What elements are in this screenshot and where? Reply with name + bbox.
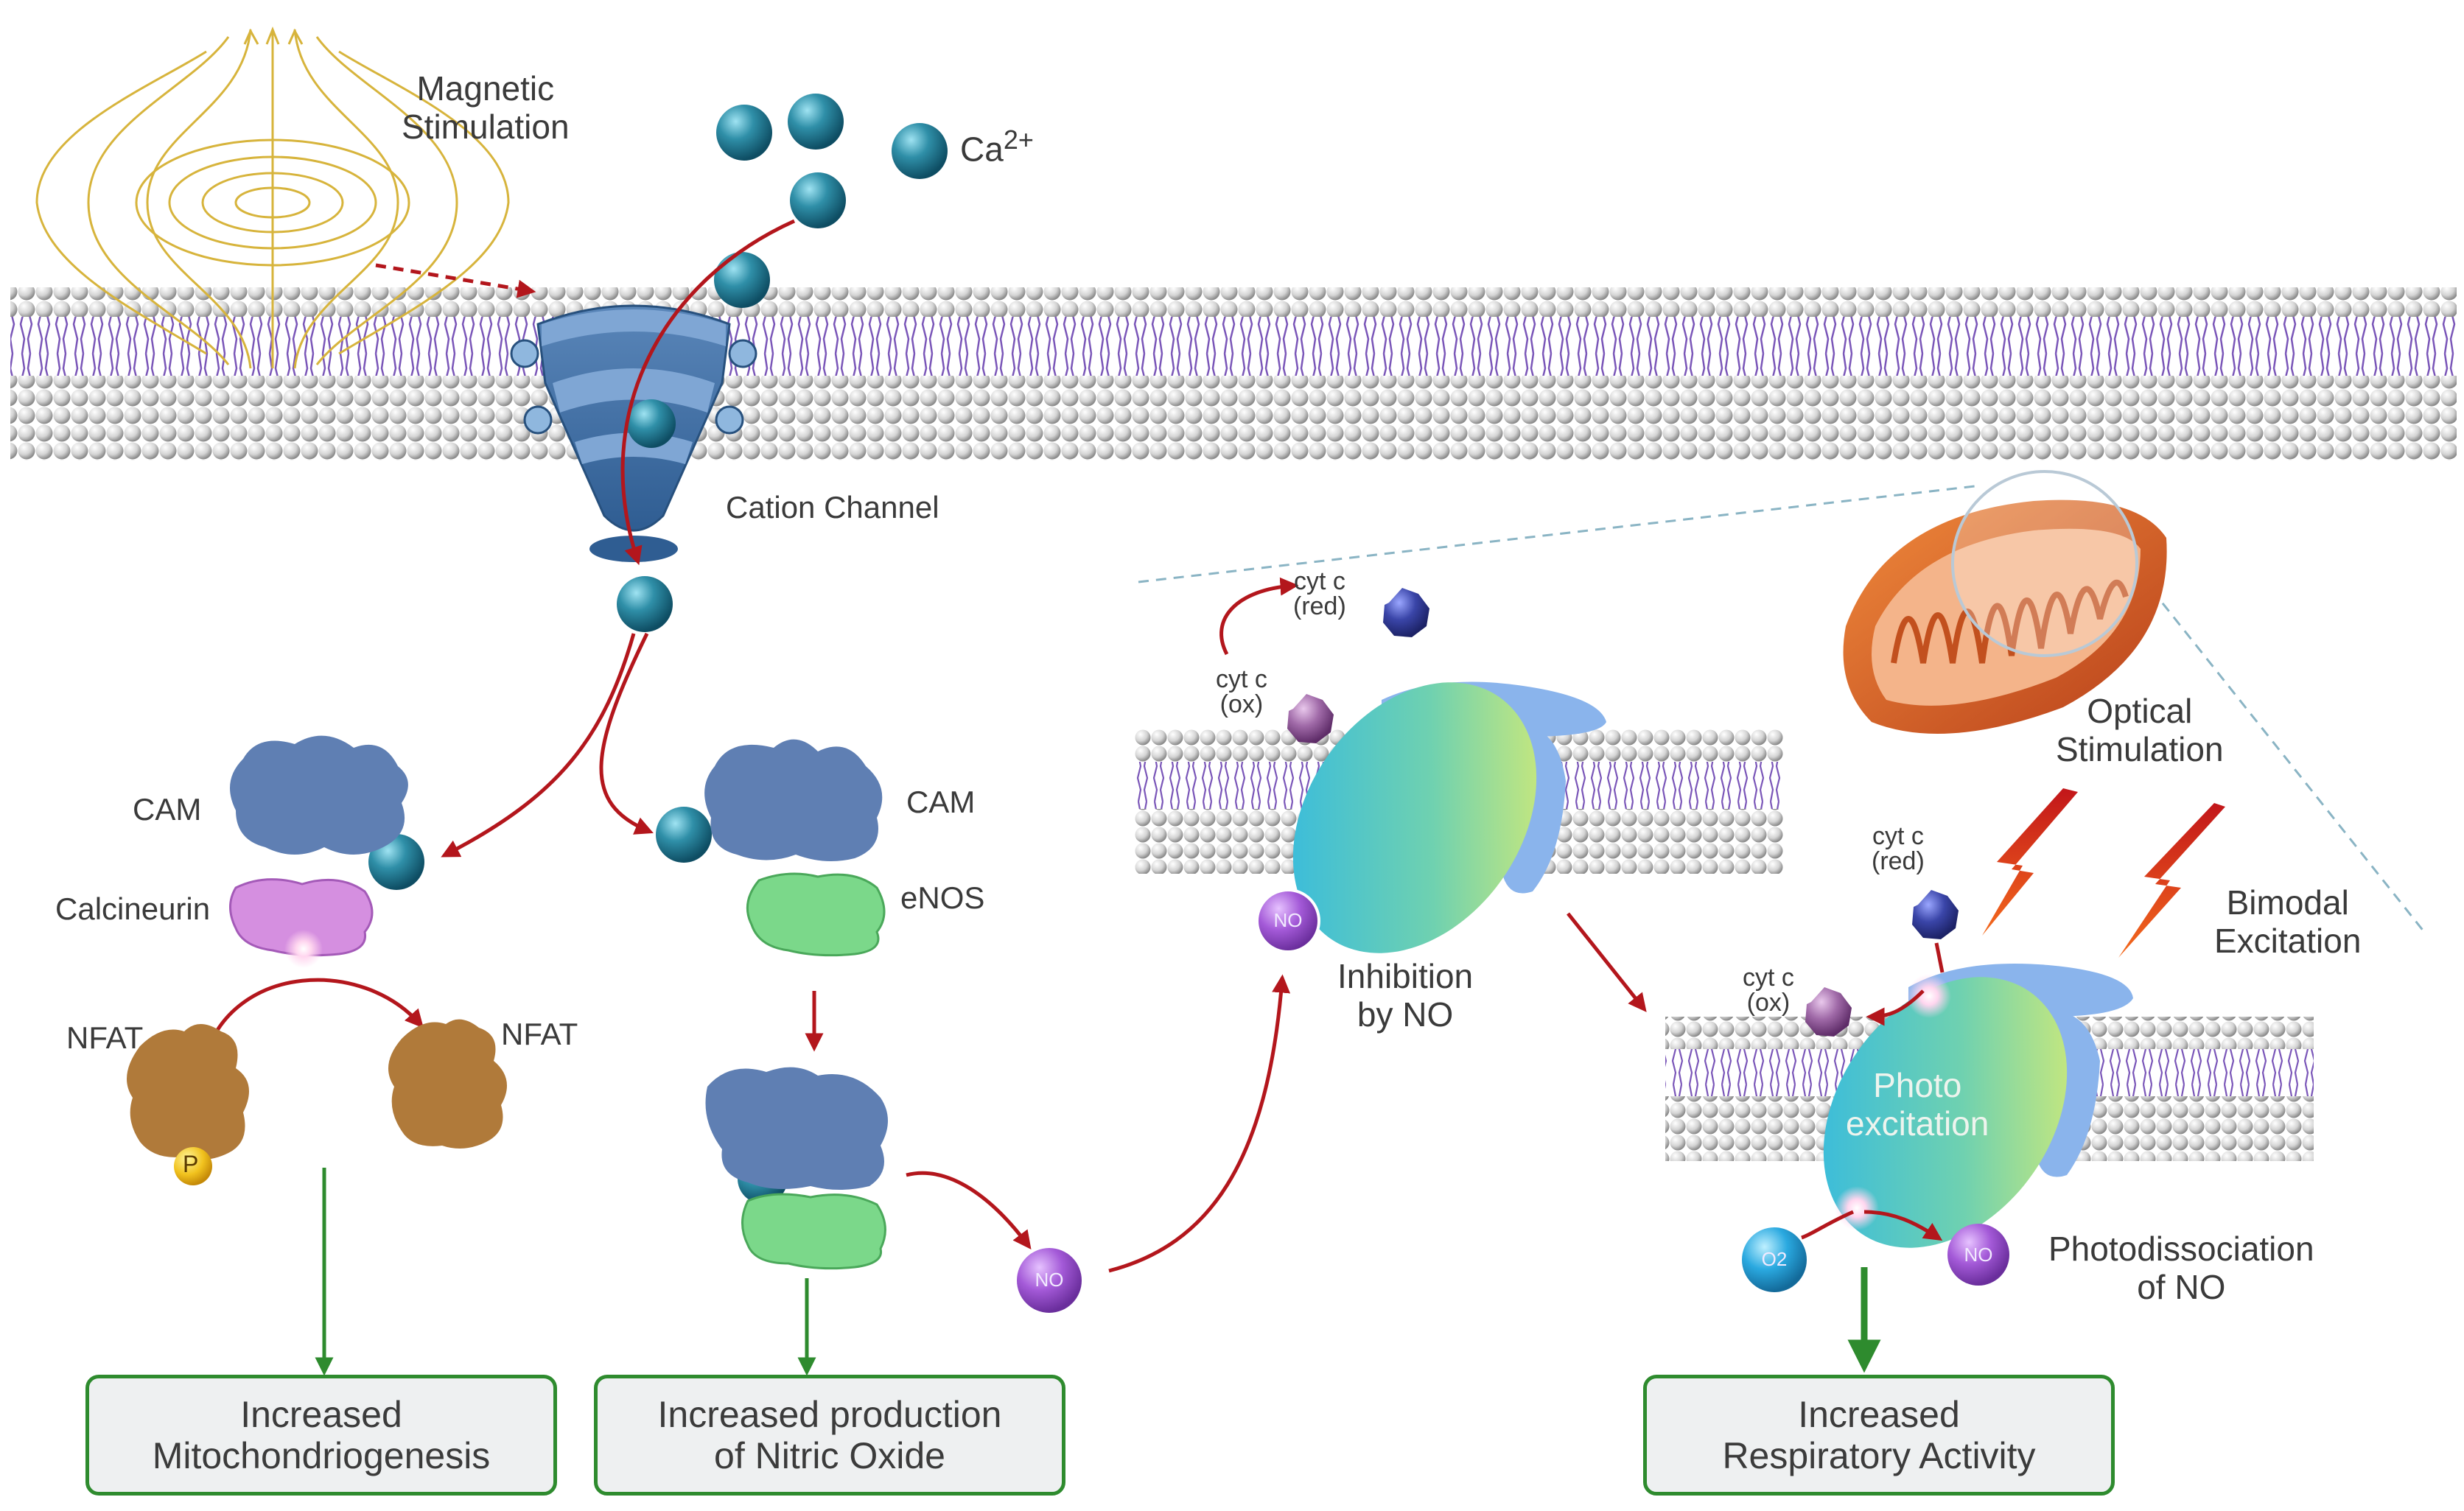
ca-ion <box>656 807 712 863</box>
cyt-c-ox-1-label: cyt c (ox) <box>1216 665 1267 718</box>
calcineurin-label: Calcineurin <box>55 891 211 926</box>
inhibition-label: Inhibition by NO <box>1337 957 1474 1034</box>
calcineurin-shape <box>229 878 374 957</box>
ca-to-enos-arrow <box>599 632 654 835</box>
optical-stimulation-label: Optical Stimulation <box>2056 692 2224 768</box>
cyt-c-red-2-icon <box>1912 890 1959 939</box>
o2-binding-arrow <box>1801 1210 1854 1240</box>
ca-entry-arrow <box>620 219 796 566</box>
inhibition-to-excitation-arrow <box>1567 912 1647 1012</box>
mitochondriogenesis-box: Increased Mitochondriogenesis <box>85 1375 557 1496</box>
cyt-c-ox-2-label: cyt c (ox) <box>1743 964 1794 1017</box>
ca-ion <box>716 105 772 161</box>
cyt-c-red-1-label: cyt c (red) <box>1293 567 1346 620</box>
cam-enos-complex-enos <box>741 1193 886 1270</box>
nfat-left-shape <box>127 1024 249 1160</box>
respiratory-activity-text: Increased Respiratory Activity <box>1722 1394 2036 1476</box>
cyt-c-red-2-label: cyt c (red) <box>1872 822 1925 875</box>
photodissociation-label: Photodissociation of NO <box>2048 1230 2314 1306</box>
cytochrome-complex-excited <box>1823 964 2133 1248</box>
calcium-label: Ca2+ <box>960 125 1034 169</box>
cam-left-shape <box>230 735 408 855</box>
no-bound-icon <box>1256 888 1320 953</box>
ca-ion <box>617 576 673 632</box>
mitochondrion-icon <box>1843 470 2167 734</box>
enos-label: eNOS <box>900 880 985 915</box>
lightning-bolt-1 <box>1982 788 2078 936</box>
cell-membrane <box>10 287 2457 460</box>
ca-ion <box>627 399 676 448</box>
mitochondriogenesis-text: Increased Mitochondriogenesis <box>152 1394 491 1476</box>
enos-to-no-arrow <box>906 1171 1032 1249</box>
cyt-c-red-2-arrow <box>1934 942 1945 973</box>
magnetic-to-channel-arrow <box>375 263 536 298</box>
nfat-left-label: NFAT <box>66 1020 144 1055</box>
photoexcitation-label: Photo excitation <box>1846 1066 1989 1143</box>
lightning-bolt-2 <box>2118 803 2225 958</box>
ca-ion <box>892 123 948 179</box>
no-released-icon <box>1947 1224 2009 1286</box>
ca-ion <box>714 252 770 308</box>
nfat-right-shape <box>388 1019 507 1149</box>
dissociation-spark <box>1835 1186 1879 1230</box>
cyt-c-ox-2-arrow <box>1866 989 1925 1026</box>
phosphate-icon <box>174 1147 212 1185</box>
cam-right-shape <box>704 739 883 861</box>
magnetic-field-icon <box>35 26 510 369</box>
o2-molecule <box>1742 1227 1807 1292</box>
nfat-right-label: NFAT <box>501 1017 578 1051</box>
no-molecule-label: NO <box>1035 1269 1064 1291</box>
bimodal-excitation-label: Bimodal Excitation <box>2214 883 2362 960</box>
cyt-c-oxidation-arrow <box>1219 577 1299 656</box>
ca-to-calcineurin-arrow <box>441 633 636 858</box>
cyt-c-ox-1-icon <box>1287 694 1334 743</box>
o2-label: O2 <box>1761 1248 1788 1270</box>
excitation-spark <box>1907 974 1951 1018</box>
nfat-arrow <box>201 978 424 1059</box>
no-release-arrow <box>1863 1210 1943 1241</box>
phosphate-label: P <box>183 1151 199 1177</box>
zoom-line-left <box>1138 485 1975 583</box>
ca-ion <box>790 172 846 228</box>
ca-ion <box>788 94 844 150</box>
cam-left-label: CAM <box>133 792 202 827</box>
no-bound-label: NO <box>1273 909 1303 931</box>
zoom-line-right <box>2150 589 2426 933</box>
enos-shape <box>746 872 886 957</box>
no-to-inhibition-arrow <box>1108 974 1291 1273</box>
cam-enos-complex <box>705 1067 888 1190</box>
cation-channel-label: Cation Channel <box>726 490 939 525</box>
ca-ion <box>368 834 424 890</box>
respiratory-activity-box: Increased Respiratory Activity <box>1643 1375 2115 1496</box>
no-released-label: NO <box>1964 1244 1993 1266</box>
no-molecule <box>1017 1248 1082 1313</box>
nitric-oxide-text: Increased production of Nitric Oxide <box>657 1394 1002 1476</box>
cyt-c-red-1-icon <box>1383 588 1429 637</box>
calcineurin-spark <box>284 930 323 968</box>
nitric-oxide-box: Increased production of Nitric Oxide <box>594 1375 1065 1496</box>
cyt-c-ox-2-icon <box>1805 987 1852 1037</box>
cam-right-label: CAM <box>906 785 976 819</box>
magnetic-stimulation-label: Magnetic Stimulation <box>402 69 570 146</box>
cytochrome-complex-inhibited <box>1292 681 1606 953</box>
